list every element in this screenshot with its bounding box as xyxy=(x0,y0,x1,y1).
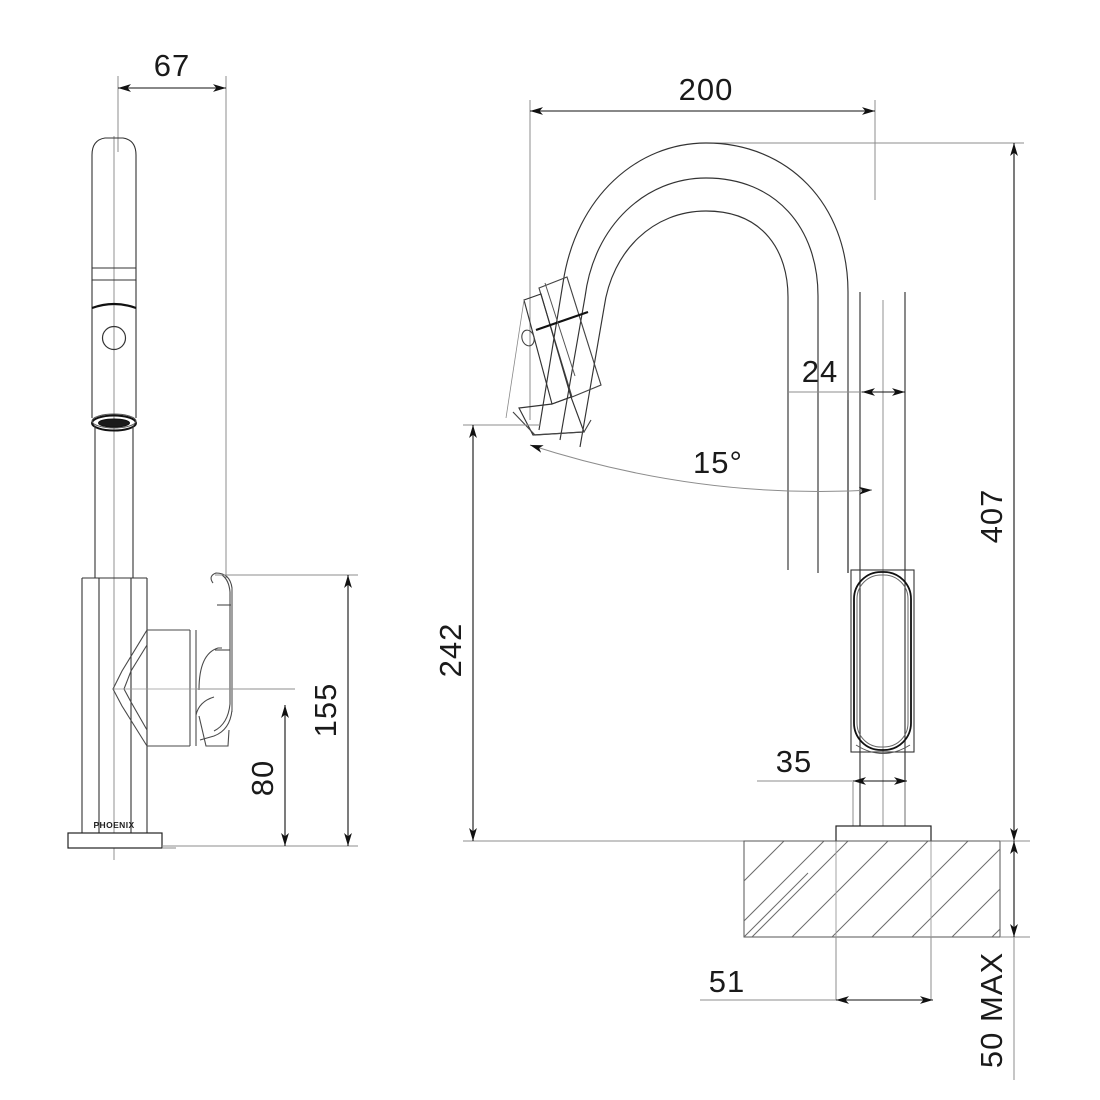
spray-head-angled xyxy=(512,276,602,436)
dim-label-407: 407 xyxy=(974,489,1009,544)
spray-head-axis xyxy=(505,299,525,419)
aerator-ring xyxy=(91,413,137,432)
wand-collar xyxy=(91,280,137,310)
front-base-escutcheon xyxy=(835,825,932,843)
dim-15deg-label-mask xyxy=(680,440,760,476)
base-escutcheon xyxy=(67,832,176,849)
front-view-group: 200 xyxy=(433,72,1030,1080)
dim-200-extension-lines xyxy=(529,100,876,420)
gooseneck-spout xyxy=(538,142,849,573)
dim-label-15deg: 15° xyxy=(693,445,743,480)
side-view-column xyxy=(81,426,148,833)
bench-section xyxy=(743,840,1001,938)
dim-label-242: 242 xyxy=(433,623,468,678)
brand-logo-text: PHOENIX xyxy=(93,820,134,830)
spray-mode-button xyxy=(101,325,127,351)
dim-label-80: 80 xyxy=(245,760,280,796)
dim-label-155: 155 xyxy=(308,683,343,738)
dim-label-67: 67 xyxy=(154,48,190,83)
spray-wand xyxy=(91,137,137,281)
side-view-group: 67 xyxy=(67,48,358,860)
spray-button-housing xyxy=(91,310,137,418)
dim-35-extension-lines xyxy=(852,782,906,833)
dim-label-200: 200 xyxy=(679,72,734,107)
dim-label-35: 35 xyxy=(776,744,812,779)
dim-label-51: 51 xyxy=(709,964,745,999)
dim-label-50max: 50 MAX xyxy=(974,952,1009,1068)
dim-51-extension-lines xyxy=(835,937,932,1000)
dim-155-extension-lines xyxy=(162,574,358,847)
body-panel xyxy=(850,569,915,754)
dim-label-24: 24 xyxy=(802,354,838,389)
dim-15deg-arc xyxy=(529,444,873,495)
